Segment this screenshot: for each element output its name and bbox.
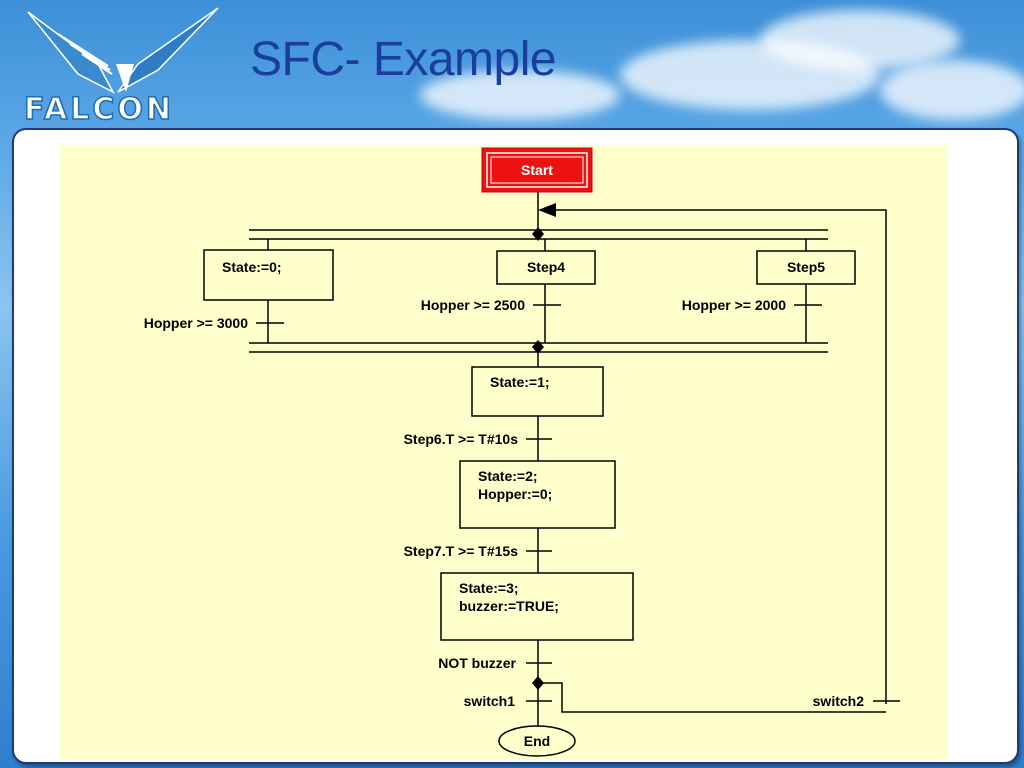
transition-hopper-3000: Hopper >= 3000 <box>144 315 248 331</box>
title-part1: SFC- <box>250 33 360 86</box>
transition-not-buzzer: NOT buzzer <box>438 655 516 671</box>
falcon-wings-icon <box>27 7 219 94</box>
falcon-logo <box>18 4 228 126</box>
logo-text: FALCON <box>23 91 175 128</box>
step-state0-label: State:=0; <box>222 259 282 275</box>
step-state2-line2: Hopper:=0; <box>478 486 552 502</box>
cloud <box>880 60 1024 120</box>
step-step4-label: Step4 <box>527 259 565 275</box>
step-step5: Step5 <box>756 250 856 285</box>
transition-hopper-2000: Hopper >= 2000 <box>682 297 786 313</box>
slide-title: SFC- Example <box>250 32 557 87</box>
branch-junction <box>532 676 544 690</box>
step-state1: State:=1; <box>471 366 604 417</box>
transition-step7: Step7.T >= T#15s <box>404 543 519 559</box>
step-state2-line1: State:=2; <box>478 468 538 484</box>
start-step: Start <box>481 147 593 193</box>
convergence-junction <box>532 340 544 354</box>
end-step-label: End <box>524 733 550 749</box>
end-step: End <box>498 725 576 757</box>
step-state3-line1: State:=3; <box>459 580 519 596</box>
start-step-label: Start <box>521 162 553 178</box>
transition-switch1: switch1 <box>464 693 516 709</box>
step-state3: State:=3; buzzer:=TRUE; <box>440 572 634 641</box>
step-state3-line2: buzzer:=TRUE; <box>459 598 559 614</box>
loop-arrow-head <box>538 203 556 217</box>
transition-hopper-2500: Hopper >= 2500 <box>421 297 525 313</box>
title-part2: Example <box>372 33 557 86</box>
step-step4: Step4 <box>496 250 596 285</box>
cloud <box>760 10 960 70</box>
step-state1-line: State:=1; <box>490 374 550 390</box>
transition-step6: Step6.T >= T#10s <box>404 431 519 447</box>
step-state2: State:=2; Hopper:=0; <box>459 460 616 529</box>
cloud <box>420 70 620 120</box>
step-state0: State:=0; <box>203 249 334 301</box>
divergence-junction <box>532 227 544 241</box>
transition-switch2: switch2 <box>813 693 865 709</box>
diagram-background <box>60 145 948 760</box>
step-step5-label: Step5 <box>787 259 825 275</box>
